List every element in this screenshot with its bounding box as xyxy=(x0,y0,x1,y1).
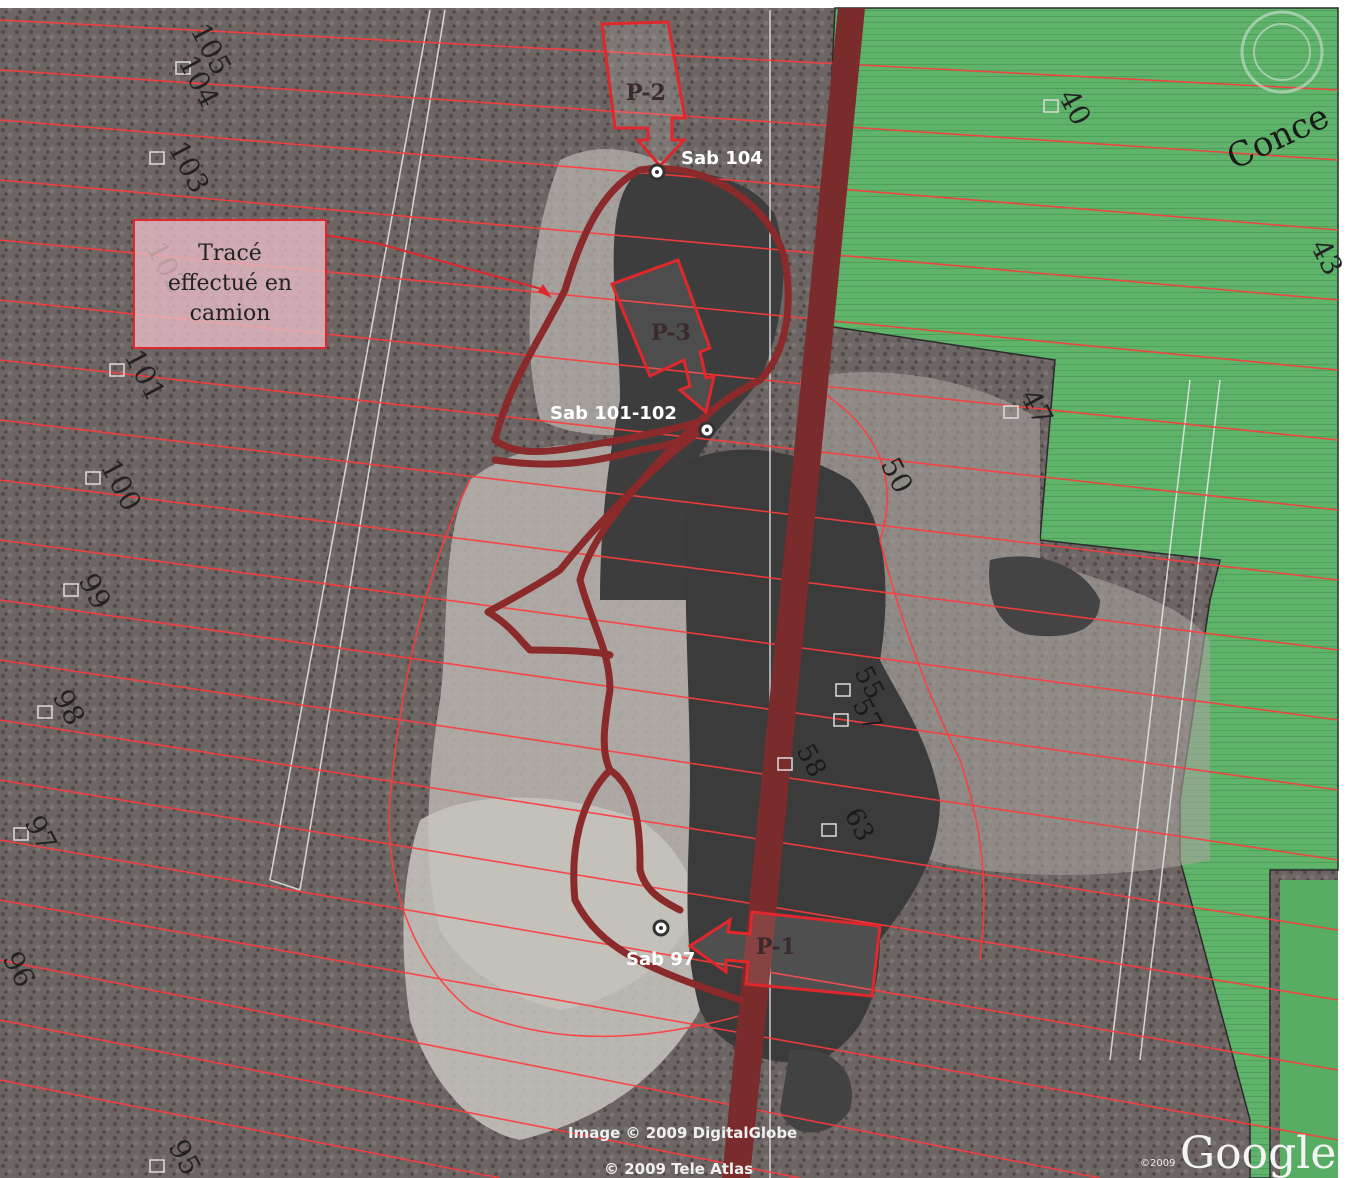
quarry-pond-north xyxy=(600,171,784,601)
truck-route xyxy=(484,165,792,1004)
google-logo: Google xyxy=(1180,1128,1336,1178)
sample-marker-sab101-102[interactable]: Sab 101-102 xyxy=(550,403,716,439)
photo-point-p2[interactable]: P-2 xyxy=(600,20,688,169)
sample-label: Sab 104 xyxy=(681,148,763,169)
photo-label: P-2 xyxy=(626,80,666,106)
photo-label: P-1 xyxy=(756,934,796,960)
google-year: ©2009 xyxy=(1140,1158,1175,1169)
photo-point-p1[interactable]: P-1 xyxy=(687,910,882,998)
data-credit: © 2009 Tele Atlas xyxy=(604,1160,753,1178)
sample-marker-sab97[interactable]: Sab 97 xyxy=(626,919,695,970)
legend-leader-line xyxy=(324,234,546,291)
photo-point-p3[interactable]: P-3 xyxy=(610,258,716,415)
powerline-corridor xyxy=(722,8,865,1178)
sample-label: Sab 101-102 xyxy=(550,403,677,424)
legend-box: Tracé effectué en camion xyxy=(133,219,327,349)
imagery-credit: Image © 2009 DigitalGlobe xyxy=(568,1124,797,1142)
legend-text: Tracé effectué en camion xyxy=(167,241,293,326)
navigation-compass-icon[interactable] xyxy=(1240,10,1324,94)
photo-label: P-3 xyxy=(651,320,691,346)
sample-label: Sab 97 xyxy=(626,949,695,970)
sample-marker-sab104[interactable]: Sab 104 xyxy=(648,148,763,181)
